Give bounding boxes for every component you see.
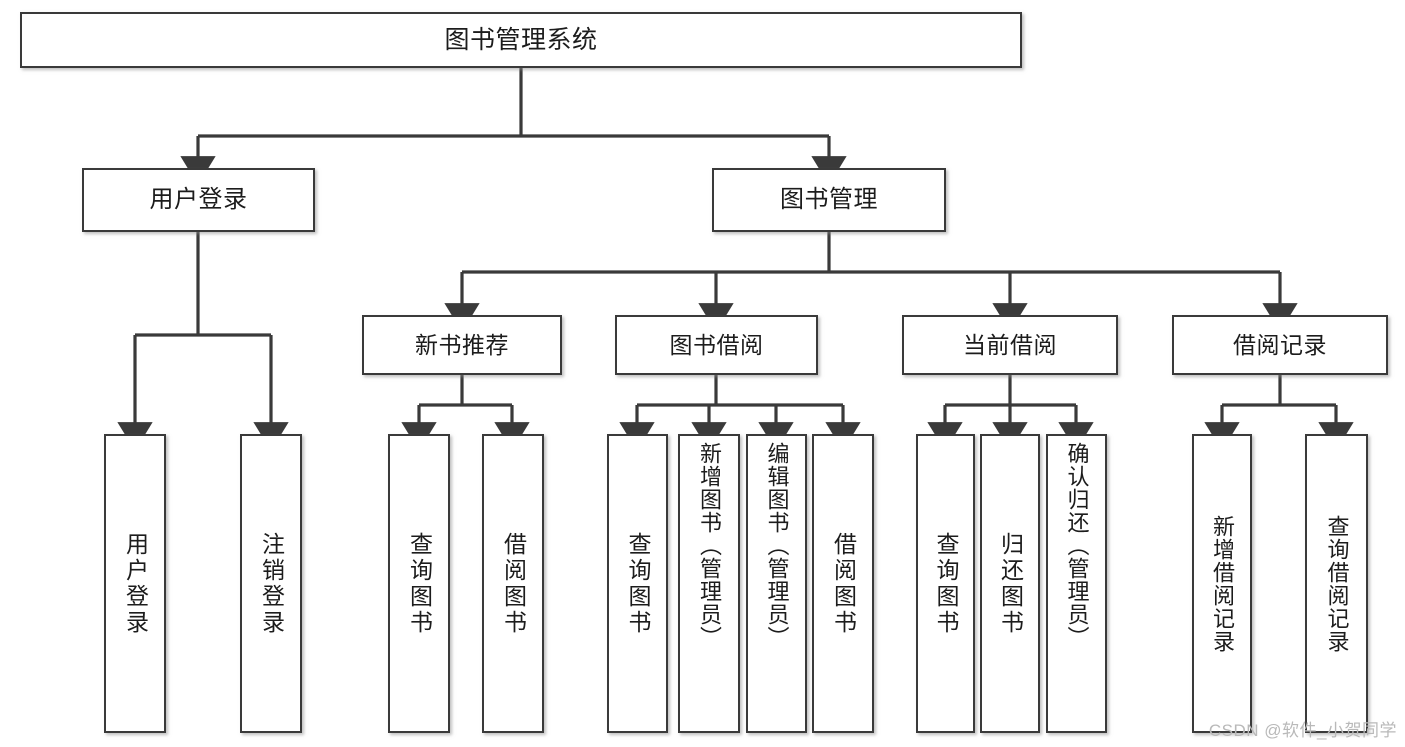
node-leaf-borrow-query-book[interactable]: 查询图书 <box>607 434 668 733</box>
node-leaf-newbook-borrow-book[interactable]: 借阅图书 <box>482 434 544 733</box>
node-leaf-current-query-book[interactable]: 查询图书 <box>916 434 975 733</box>
node-book-management[interactable]: 图书管理 <box>712 168 946 232</box>
node-label: 新书推荐 <box>415 331 509 358</box>
node-borrow-record[interactable]: 借阅记录 <box>1172 315 1388 375</box>
node-label: 图书管理 <box>780 186 878 214</box>
node-label: 图书借阅 <box>669 331 764 358</box>
node-leaf-record-add-borrow-record[interactable]: 新增借阅记录 <box>1192 434 1252 733</box>
node-label: 借阅图书 <box>830 531 857 636</box>
node-label: 借阅记录 <box>1233 331 1327 358</box>
node-label: 新增图书（管理员） <box>697 442 722 649</box>
node-current-borrow[interactable]: 当前借阅 <box>902 315 1118 375</box>
node-leaf-newbook-query-book[interactable]: 查询图书 <box>388 434 450 733</box>
node-label: 编辑图书（管理员） <box>764 442 790 649</box>
node-leaf-current-return-book[interactable]: 归还图书 <box>980 434 1040 733</box>
node-leaf-borrow-edit-book-admin[interactable]: 编辑图书（管理员） <box>746 434 807 733</box>
node-label: 当前借阅 <box>963 331 1057 358</box>
node-book-borrow[interactable]: 图书借阅 <box>615 315 818 375</box>
node-leaf-record-query-borrow-record[interactable]: 查询借阅记录 <box>1305 434 1368 733</box>
node-label: 查询借阅记录 <box>1324 514 1350 653</box>
node-label: 确认归还（管理员） <box>1064 442 1090 649</box>
node-leaf-borrow-add-book-admin[interactable]: 新增图书（管理员） <box>678 434 740 733</box>
node-label: 查询图书 <box>933 531 959 636</box>
node-label: 图书管理系统 <box>444 25 598 54</box>
node-leaf-user-login-logout[interactable]: 注销登录 <box>240 434 302 733</box>
node-user-login[interactable]: 用户登录 <box>82 168 315 232</box>
node-leaf-user-login-login[interactable]: 用户登录 <box>104 434 166 733</box>
node-label: 用户登录 <box>122 531 149 636</box>
node-leaf-current-confirm-return-admin[interactable]: 确认归还（管理员） <box>1046 434 1107 733</box>
node-label: 用户登录 <box>149 186 248 214</box>
node-new-book-recommend[interactable]: 新书推荐 <box>362 315 562 375</box>
node-label: 借阅图书 <box>500 531 527 636</box>
node-leaf-borrow-borrow-book[interactable]: 借阅图书 <box>812 434 874 733</box>
node-label: 注销登录 <box>258 531 285 636</box>
node-label: 归还图书 <box>997 531 1024 636</box>
node-label: 新增借阅记录 <box>1210 514 1235 653</box>
node-root-book-management-system[interactable]: 图书管理系统 <box>20 12 1022 68</box>
node-label: 查询图书 <box>625 531 651 636</box>
watermark-csdn: CSDN @软件_小贺同学 <box>1208 721 1397 740</box>
node-label: 查询图书 <box>406 531 433 636</box>
